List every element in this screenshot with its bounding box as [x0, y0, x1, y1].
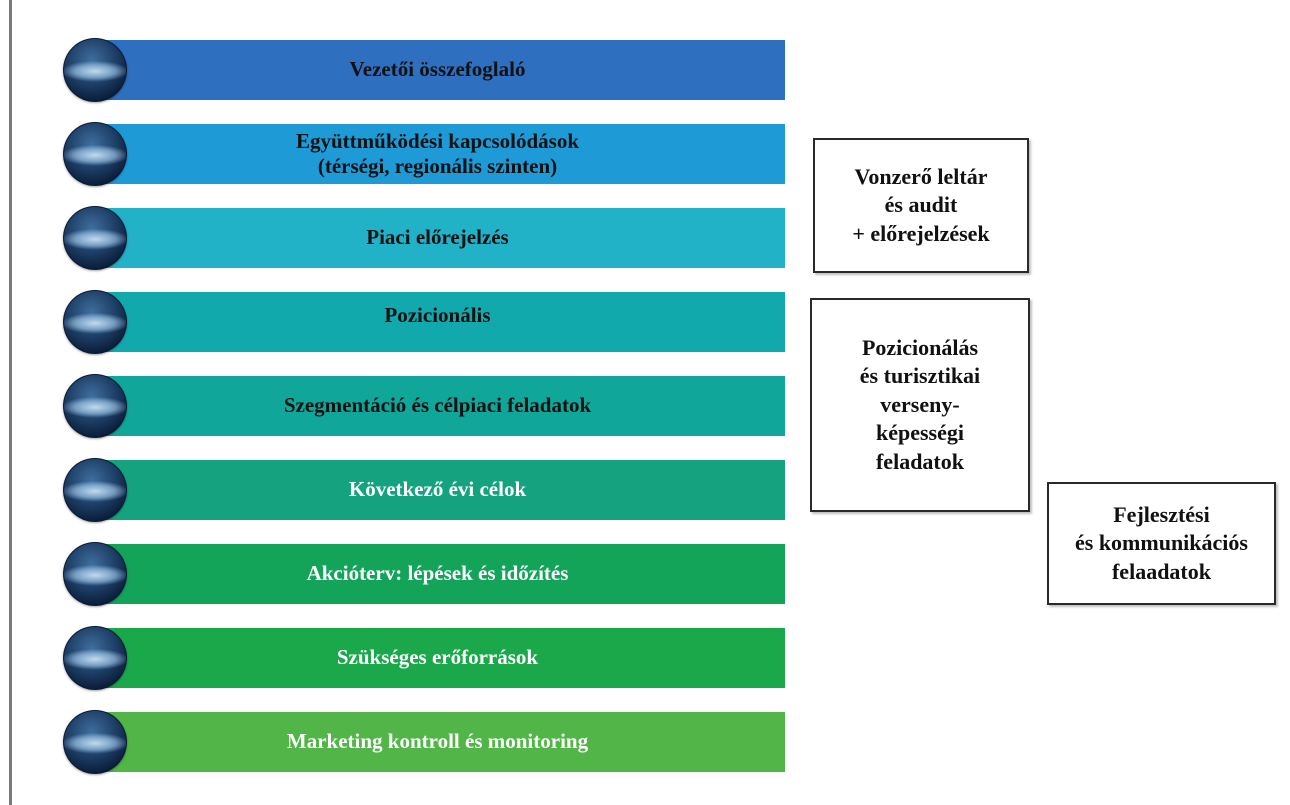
step-label-9: Marketing kontroll és monitoring	[286, 729, 589, 754]
side-box-label-3: Fejlesztési és kommunikációs felaadatok	[1075, 501, 1248, 584]
side-box-positioning: Pozicionálás és turisztikai verseny- kép…	[810, 298, 1030, 512]
step-bar-7: Akcióterv: lépések és időzítés	[90, 544, 785, 604]
step-label-1: Vezetői összefoglaló	[349, 57, 526, 82]
globe-icon	[63, 122, 127, 186]
step-label-5: Szegmentáció és célpiaci feladatok	[283, 393, 592, 418]
step-bar-5: Szegmentáció és célpiaci feladatok	[90, 376, 785, 436]
side-box-attraction-audit: Vonzerő leltár és audit + előrejelzések	[813, 138, 1029, 273]
step-bar-4: Pozicionális	[90, 292, 785, 352]
globe-icon	[63, 626, 127, 690]
step-bar-6: Következő évi célok	[90, 460, 785, 520]
step-label-2: Együttműködési kapcsolódások (térségi, r…	[296, 128, 579, 178]
left-border-line	[9, 0, 12, 805]
globe-icon	[63, 290, 127, 354]
globe-icon	[63, 542, 127, 606]
side-box-development: Fejlesztési és kommunikációs felaadatok	[1047, 482, 1276, 605]
globe-icon	[63, 458, 127, 522]
step-label-6: Következő évi célok	[348, 477, 527, 502]
globe-icon	[63, 206, 127, 270]
side-box-label-1: Vonzerő leltár és audit + előrejelzések	[852, 163, 990, 246]
step-bar-2: Együttműködési kapcsolódások (térségi, r…	[90, 124, 785, 184]
step-bar-8: Szükséges erőforrások	[90, 628, 785, 688]
globe-icon	[63, 374, 127, 438]
step-bar-3: Piaci előrejelzés	[90, 208, 785, 268]
step-label-8: Szükséges erőforrások	[336, 645, 539, 670]
step-label-7: Akcióterv: lépések és időzítés	[306, 561, 569, 586]
step-bar-1: Vezetői összefoglaló	[90, 40, 785, 100]
globe-icon	[63, 710, 127, 774]
step-label-4: Pozicionális	[384, 303, 491, 328]
step-label-3: Piaci előrejelzés	[366, 225, 509, 250]
globe-icon	[63, 38, 127, 102]
step-bar-9: Marketing kontroll és monitoring	[90, 712, 785, 772]
side-box-label-2: Pozicionálás és turisztikai verseny- kép…	[859, 334, 981, 474]
